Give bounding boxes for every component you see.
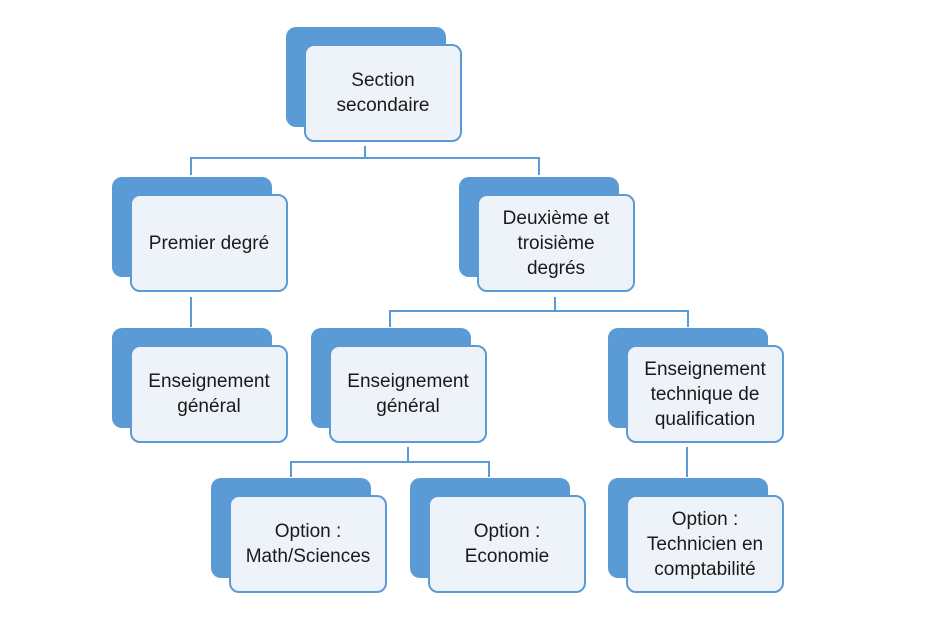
connector	[364, 146, 366, 158]
node-label: Section secondaire	[336, 70, 430, 116]
connector	[389, 310, 689, 312]
node-label: Premier degré	[148, 232, 270, 254]
node-enseignement-general-left: Enseignement général	[112, 328, 292, 448]
node-deuxieme-troisieme: Deuxième et troisième degrés	[459, 177, 639, 297]
node-box: Premier degré	[130, 194, 288, 292]
node-option-math-sciences: Option : Math/Sciences	[211, 478, 391, 598]
node-box: Deuxième et troisième degrés	[477, 194, 635, 292]
node-box: Option : Economie	[428, 495, 586, 593]
connector	[538, 157, 540, 175]
node-box: Enseignement général	[329, 345, 487, 443]
node-label: Enseignement technique de qualification	[644, 358, 766, 430]
node-label: Enseignement général	[347, 371, 469, 417]
connector	[407, 447, 409, 462]
connector	[687, 310, 689, 327]
node-box: Enseignement général	[130, 345, 288, 443]
node-box: Option : Technicien en comptabilité	[626, 495, 784, 593]
node-label: Option : Technicien en comptabilité	[646, 508, 764, 580]
node-box: Enseignement technique de qualification	[626, 345, 784, 443]
node-section-secondaire: Section secondaire	[286, 27, 466, 147]
node-option-economie: Option : Economie	[410, 478, 590, 598]
node-box: Option : Math/Sciences	[229, 495, 387, 593]
connector	[554, 297, 556, 311]
connector	[190, 157, 192, 175]
connector	[488, 461, 490, 477]
connector	[290, 461, 490, 463]
node-label: Deuxième et troisième degrés	[502, 207, 610, 279]
connector	[290, 461, 292, 477]
node-box: Section secondaire	[304, 44, 462, 142]
node-label: Option : Math/Sciences	[245, 521, 371, 567]
node-option-comptabilite: Option : Technicien en comptabilité	[608, 478, 788, 598]
connector	[190, 297, 192, 327]
connector	[686, 447, 688, 477]
node-enseignement-general-mid: Enseignement général	[311, 328, 491, 448]
connector	[190, 157, 540, 159]
connector	[389, 310, 391, 327]
node-label: Enseignement général	[148, 371, 270, 417]
node-enseignement-technique: Enseignement technique de qualification	[608, 328, 788, 448]
node-label: Option : Economie	[464, 521, 550, 567]
node-premier-degre: Premier degré	[112, 177, 292, 297]
